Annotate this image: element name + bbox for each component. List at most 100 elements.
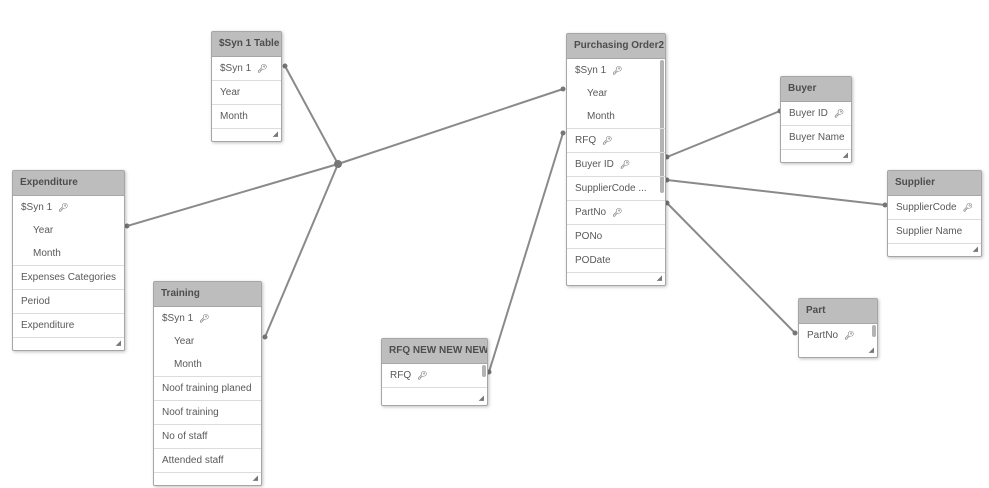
link-purchasing-syn: [337, 88, 564, 165]
scrollbar[interactable]: [872, 325, 876, 337]
table-footer: ◢: [781, 149, 851, 162]
link-hub-dot: [334, 160, 342, 168]
field-row[interactable]: $Syn 1🔑︎: [567, 59, 665, 82]
key-icon: 🔑︎: [417, 371, 428, 380]
table-footer: ◢: [13, 337, 124, 350]
field-row[interactable]: Month: [154, 353, 261, 376]
field-row[interactable]: Year: [154, 330, 261, 353]
key-icon: 🔑︎: [602, 136, 613, 145]
field-row[interactable]: Month: [212, 104, 281, 128]
table-title[interactable]: $Syn 1 Table: [212, 32, 281, 57]
field-row[interactable]: PartNo 🔑︎: [567, 200, 665, 224]
field-row[interactable]: Noof training: [154, 400, 261, 424]
field-row[interactable]: SupplierCode🔑︎: [888, 196, 981, 219]
field-row[interactable]: RFQ 🔑︎: [382, 364, 487, 387]
field-row[interactable]: Year: [212, 80, 281, 104]
table-buyer[interactable]: Buyer Buyer ID 🔑︎ Buyer Name ◢: [780, 76, 852, 163]
field-row[interactable]: Buyer ID 🔑︎: [781, 102, 851, 125]
table-purchasing-order2[interactable]: Purchasing Order2 $Syn 1🔑︎ Year Month RF…: [566, 33, 666, 286]
field-row[interactable]: Expenditure: [13, 313, 124, 337]
field-label: Expenditure: [21, 320, 75, 331]
table-title[interactable]: Supplier: [888, 171, 981, 196]
key-icon: 🔑︎: [199, 314, 210, 323]
field-row[interactable]: Period: [13, 289, 124, 313]
resize-grip-icon[interactable]: ◢: [252, 475, 258, 482]
link-endpoint: [124, 223, 130, 229]
table-footer: ◢: [888, 243, 981, 256]
field-label: Attended staff: [162, 455, 224, 466]
field-row[interactable]: Attended staff: [154, 448, 261, 472]
field-row[interactable]: Buyer Name: [781, 125, 851, 149]
field-label: Supplier Name: [896, 226, 963, 237]
field-row[interactable]: PODate: [567, 248, 665, 272]
resize-grip-icon[interactable]: ◢: [842, 152, 848, 159]
field-label: Year: [220, 87, 241, 98]
field-label: Year: [587, 88, 608, 99]
field-row[interactable]: SupplierCode ...: [567, 176, 665, 200]
key-icon: 🔑︎: [612, 208, 623, 217]
table-title[interactable]: Buyer: [781, 77, 851, 102]
table-training[interactable]: Training $Syn 1 🔑︎ Year Month Noof traini…: [153, 281, 262, 486]
link-expenditure: [126, 163, 339, 227]
field-label: PartNo: [575, 207, 607, 218]
table-footer: ◢: [382, 387, 487, 405]
field-label: No of staff: [162, 431, 208, 442]
table-title[interactable]: RFQ NEW NEW NEW: [382, 339, 487, 364]
resize-grip-icon[interactable]: ◢: [272, 131, 278, 138]
key-icon: 🔑︎: [257, 64, 268, 73]
link-endpoint: [282, 63, 288, 69]
field-row[interactable]: Month: [567, 105, 665, 128]
link-rfq: [488, 132, 564, 373]
field-label: Expenses Categories: [21, 272, 117, 283]
field-label: RFQ: [390, 370, 412, 381]
key-icon: 🔑︎: [833, 109, 845, 118]
table-footer: ◢: [799, 347, 877, 357]
table-part[interactable]: Part PartNo🔑︎ ◢: [798, 298, 878, 358]
link-syn-table: [284, 65, 339, 165]
table-footer: ◢: [212, 128, 281, 141]
field-row[interactable]: RFQ🔑︎: [567, 128, 665, 152]
field-label: Buyer ID: [789, 108, 828, 119]
resize-grip-icon[interactable]: ◢: [868, 347, 874, 354]
field-label: Month: [220, 111, 248, 122]
table-rfq-new[interactable]: RFQ NEW NEW NEW RFQ 🔑︎ ◢: [381, 338, 488, 406]
field-row[interactable]: Expenses Categories: [13, 265, 124, 289]
link-endpoint: [560, 86, 566, 92]
table-expenditure[interactable]: Expenditure $Syn 1🔑︎ Year Month Expenses…: [12, 170, 125, 351]
field-label: PODate: [575, 255, 611, 266]
table-syn1[interactable]: $Syn 1 Table $Syn 1 🔑︎ Year Month ◢: [211, 31, 282, 142]
field-label: Month: [587, 111, 615, 122]
field-label: $Syn 1: [220, 63, 252, 74]
link-endpoint: [792, 330, 798, 336]
field-row[interactable]: Supplier Name: [888, 219, 981, 243]
field-label: $Syn 1: [162, 313, 194, 324]
table-title[interactable]: Purchasing Order2: [567, 34, 665, 59]
field-label: Year: [174, 336, 195, 347]
field-row[interactable]: PONo: [567, 224, 665, 248]
resize-grip-icon[interactable]: ◢: [478, 395, 484, 402]
field-label: $Syn 1: [21, 202, 53, 213]
field-row[interactable]: $Syn 1 🔑︎: [154, 307, 261, 330]
table-title[interactable]: Part: [799, 299, 877, 324]
scrollbar[interactable]: [660, 60, 664, 193]
field-row[interactable]: Year: [567, 82, 665, 105]
resize-grip-icon[interactable]: ◢: [115, 340, 121, 347]
field-label: Month: [174, 359, 202, 370]
field-row[interactable]: Month: [13, 242, 124, 265]
resize-grip-icon[interactable]: ◢: [656, 275, 662, 282]
resize-grip-icon[interactable]: ◢: [972, 246, 978, 253]
field-row[interactable]: $Syn 1 🔑︎: [212, 57, 281, 80]
field-label: SupplierCode ...: [575, 183, 647, 194]
field-row[interactable]: No of staff: [154, 424, 261, 448]
table-title[interactable]: Training: [154, 282, 261, 307]
field-row[interactable]: Noof training planed: [154, 376, 261, 400]
field-row[interactable]: Year: [13, 219, 124, 242]
table-supplier[interactable]: Supplier SupplierCode🔑︎ Supplier Name ◢: [887, 170, 982, 257]
scrollbar[interactable]: [482, 365, 486, 377]
field-label: SupplierCode: [896, 202, 957, 213]
field-row[interactable]: $Syn 1🔑︎: [13, 196, 124, 219]
field-label: $Syn 1: [575, 65, 607, 76]
field-row[interactable]: Buyer ID🔑︎: [567, 152, 665, 176]
table-title[interactable]: Expenditure: [13, 171, 124, 196]
field-row[interactable]: PartNo🔑︎: [799, 324, 877, 347]
